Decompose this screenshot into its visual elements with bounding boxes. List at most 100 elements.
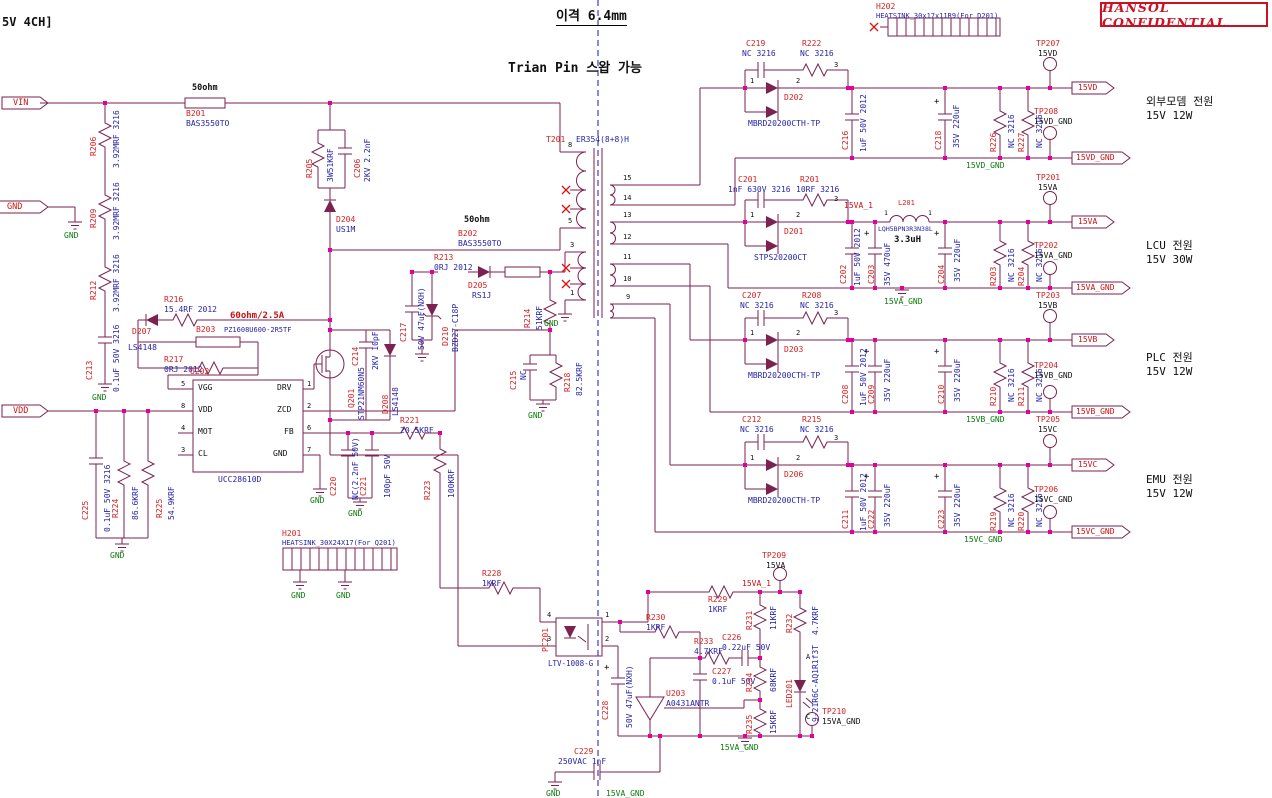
net-label: 15VB_GND (1076, 407, 1115, 416)
text-label: + (934, 229, 940, 239)
port-symbol (1071, 281, 1131, 295)
ref-label: B201 (186, 109, 206, 118)
value-label: NC 3216 (1007, 493, 1016, 527)
ground-label: GND (544, 319, 559, 328)
value-label: 50V 47uF(NXH) (417, 287, 426, 350)
value-label: NC 3216 (742, 49, 776, 58)
text-label: EMU 전원 (1146, 473, 1193, 486)
ref-label: D205 (468, 281, 488, 290)
resistor-symbol (752, 664, 768, 694)
value-label: 3.92MRF 3216 (112, 110, 121, 168)
capacitor-symbol (757, 192, 765, 208)
port-symbol (0, 200, 49, 214)
ref-label: R223 (423, 480, 432, 500)
ref-label: C214 (351, 346, 360, 366)
resistor-symbol (1020, 108, 1036, 138)
ground-symbol (313, 487, 327, 497)
ground-label: 15VA_GND (884, 297, 923, 306)
mosfet-symbol (315, 349, 345, 379)
ref-label: C225 (81, 500, 90, 520)
junction-dot (1026, 220, 1030, 224)
net-label: GND (7, 202, 23, 212)
ref-label: C228 (601, 700, 610, 720)
ref-label: U202 (190, 367, 210, 376)
ref-label: R203 (989, 266, 998, 286)
wire-network (40, 17, 1072, 790)
ground-symbol (415, 352, 429, 362)
resistor-symbol (800, 434, 830, 450)
junction-dot (943, 86, 947, 90)
value-label: NC 3216 (1007, 114, 1016, 148)
ref-label: C206 (353, 158, 362, 178)
text-label: + (934, 472, 940, 482)
no-connect-x-icon (561, 185, 571, 195)
text-label: + (934, 97, 940, 107)
capacitor-symbol (338, 147, 352, 155)
junction-dot (328, 101, 332, 105)
ground-label: 15VD_GND (966, 161, 1005, 170)
resistor-symbol (432, 446, 448, 476)
text-label: 7 (307, 446, 312, 454)
capacitor-symbol (845, 365, 859, 373)
junction-dot (1026, 86, 1030, 90)
heatsink-symbol (887, 17, 1001, 37)
junction-dot (810, 734, 814, 738)
ref-label: TP209 (762, 551, 787, 560)
resistor-symbol (116, 458, 132, 488)
ground-label: GND (64, 231, 79, 240)
ref-label: D206 (784, 470, 804, 479)
junction-dot (103, 101, 107, 105)
junction-dot (743, 86, 747, 90)
resistor-symbol (992, 360, 1008, 390)
value-label: 100pF 50V (383, 454, 392, 498)
value-label: 250VAC 1nF (558, 757, 607, 766)
test-points (773, 57, 1057, 726)
ref-label: C202 (839, 264, 848, 284)
junction-dot (998, 530, 1002, 534)
text-label: 4 (547, 611, 552, 619)
junction-dot (758, 698, 762, 702)
net-label: 15VA_GND (1076, 283, 1115, 292)
test-point-symbol (1043, 505, 1057, 519)
junction-dot (1048, 463, 1052, 467)
ground-symbol (548, 780, 562, 790)
ref-label: R226 (989, 132, 998, 152)
value-label: 4.7KRF (811, 606, 820, 635)
ref-label: R228 (482, 569, 502, 578)
resistor-symbol (1020, 485, 1036, 515)
value-label: ER354(8+8)H (576, 135, 629, 144)
value-label: PZ1608U600-2R5TF (224, 326, 292, 334)
value-label: UCC28610D (218, 475, 262, 484)
junction-dot (998, 286, 1002, 290)
resistor-symbol (752, 602, 768, 632)
text-label: C (806, 713, 811, 721)
ref-label: C227 (712, 667, 732, 676)
junction-dot (850, 286, 854, 290)
junction-dot (998, 463, 1002, 467)
text-label: 3 (181, 446, 186, 454)
text-label: Trian Pin 스왑 가능 (508, 61, 642, 76)
value-label: BZD27-C18P (451, 303, 460, 352)
text-label: 12 (623, 233, 632, 241)
diode-symbol (426, 304, 438, 316)
ref-label: D203 (784, 345, 804, 354)
ground-label: GND (528, 411, 543, 420)
capacitor-symbol (938, 247, 952, 255)
capacitor-symbol (868, 490, 882, 498)
value-label: 86.6KRF (131, 486, 140, 520)
text-label: 15VB (1038, 301, 1058, 310)
resistor-symbol (702, 650, 732, 666)
junction-dot (346, 431, 350, 435)
resistor-symbol (97, 120, 113, 150)
junction-dot (743, 734, 747, 738)
ferrite-bead-symbol (504, 266, 541, 278)
value-label: BAS3550TO (458, 239, 502, 248)
value-label: 1KRF (708, 605, 728, 614)
junction-dot (1048, 220, 1052, 224)
test-point-symbol (805, 712, 819, 726)
no-connect-x-icon (561, 263, 571, 273)
test-point-symbol (1043, 126, 1057, 140)
value-label: NC 3216 (740, 301, 774, 310)
capacitor-symbol (523, 363, 537, 371)
capacitor-symbol (938, 113, 952, 121)
